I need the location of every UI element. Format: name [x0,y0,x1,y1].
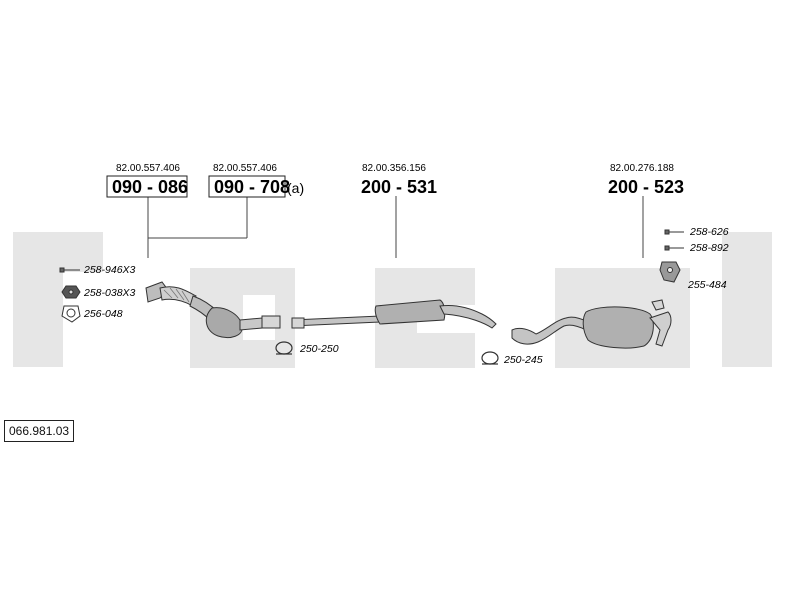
part-4-number[interactable]: 200 - 523 [608,177,684,197]
part-3-number[interactable]: 200 - 531 [361,177,437,197]
part-2-box [208,175,286,198]
part-1-number[interactable]: 090 - 086 [112,177,188,197]
screw-2-icon[interactable] [664,245,684,251]
middle-silencer-icon[interactable] [291,299,497,329]
rear-silencer-icon[interactable] [511,299,672,349]
diagram-code: 066.981.03 [4,420,75,442]
leader-lines [147,196,644,258]
screw-1-icon[interactable] [664,229,684,235]
part-2-annotation: (a) [287,180,304,196]
part-2-number[interactable]: 090 - 708 [214,177,290,197]
nut-label: 258-038X3 [83,287,136,299]
clamp-1-icon[interactable] [275,341,293,355]
catalytic-converter-icon[interactable] [189,295,281,339]
part-3-ref: 82.00.356.156 [362,163,426,174]
watermark-logo [13,232,772,368]
bolt-label: 258-946X3 [83,264,136,276]
part-1-ref: 82.00.557.406 [116,163,180,174]
bracket-label: 255-484 [687,279,727,291]
part-2-ref: 82.00.557.406 [213,163,277,174]
clamp-2-label: 250-245 [503,354,543,366]
gasket-label: 256-048 [83,308,123,320]
clamp-2-icon[interactable] [481,351,499,365]
nut-icon[interactable] [61,285,81,299]
part-4-ref: 82.00.276.188 [610,163,674,174]
screw-1-label: 258-626 [689,226,729,238]
gasket-icon[interactable] [61,305,81,323]
front-pipe-icon[interactable] [145,281,197,307]
bolt-icon[interactable] [59,267,80,273]
part-1-box [106,175,188,198]
clamp-1-label: 250-250 [299,343,339,355]
screw-2-label: 258-892 [689,242,729,254]
bracket-icon[interactable] [659,261,681,283]
